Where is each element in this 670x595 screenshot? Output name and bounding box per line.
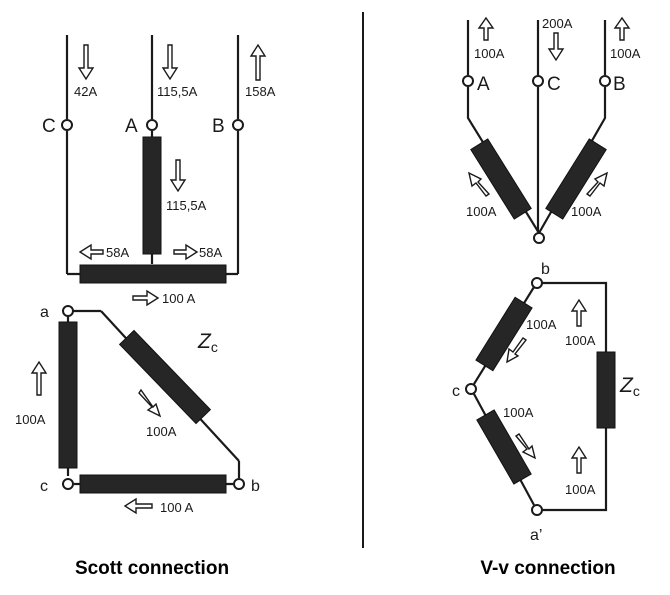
arrow-diag-down-right-icon xyxy=(138,388,162,418)
vv-label-b: b xyxy=(541,261,550,278)
scott-current-bottom-secondary: 100 A xyxy=(160,500,194,515)
scott-load-label: Zc xyxy=(197,330,218,355)
arrow-diag-up-left-icon xyxy=(467,171,491,197)
scott-caption: Scott connection xyxy=(75,558,229,579)
vv-current-b-line: 100A xyxy=(610,46,641,61)
vv-terminal-a-sec[interactable] xyxy=(531,504,543,516)
vv-current-lower-secondary: 100A xyxy=(503,405,534,420)
scott-current-b-line: 158A xyxy=(245,84,276,99)
scott-current-a-line: 115,5A xyxy=(157,84,198,99)
arrow-right-icon xyxy=(173,243,199,261)
scott-label-a: a xyxy=(40,304,49,321)
vv-terminal-c-sec[interactable] xyxy=(465,383,477,395)
vv-current-upper-right: 100A xyxy=(565,333,596,348)
arrow-up-icon xyxy=(30,360,48,396)
vv-terminal-a[interactable] xyxy=(462,75,474,87)
arrow-down-icon xyxy=(547,32,565,62)
arrow-down-icon xyxy=(169,159,187,193)
arrow-down-icon xyxy=(77,44,95,81)
scott-sec-bottom-winding xyxy=(79,474,227,494)
vv-current-lower-right: 100A xyxy=(565,482,596,497)
scott-terminal-b[interactable] xyxy=(232,119,244,131)
scott-label-C: C xyxy=(42,116,56,137)
scott-teaser-winding xyxy=(142,136,162,255)
vv-label-c: c xyxy=(452,383,460,400)
vv-terminal-b-sec[interactable] xyxy=(531,277,543,289)
arrow-diag-up-right-icon xyxy=(585,171,609,197)
arrow-right-icon xyxy=(132,289,160,307)
vv-terminal-b[interactable] xyxy=(599,75,611,87)
vv-caption: V-v connection xyxy=(480,558,615,579)
scott-main-winding xyxy=(79,264,227,284)
vv-current-upper-secondary: 100A xyxy=(526,317,557,332)
scott-current-main-secondary: 100 A xyxy=(162,291,196,306)
arrow-down-icon xyxy=(161,44,179,81)
vv-diagram: A C B 100A 200A 100A 100A 100A b c a’ 10… xyxy=(452,16,641,544)
scott-terminal-a[interactable] xyxy=(146,119,158,131)
arrow-up-icon xyxy=(477,16,495,41)
vv-label-B: B xyxy=(613,74,626,95)
arrow-up-icon xyxy=(570,445,588,474)
vv-current-left-primary: 100A xyxy=(466,204,497,219)
vv-lower-winding xyxy=(476,409,532,485)
vv-label-C: C xyxy=(547,74,561,95)
arrow-up-icon xyxy=(613,16,631,41)
scott-load-impedance xyxy=(118,329,212,425)
scott-diagram: C A B 42A 115,5A 158A 115,5A 58A 58A 100… xyxy=(15,35,276,515)
arrow-diag-down-left-icon xyxy=(506,337,528,364)
vv-load-impedance xyxy=(596,351,616,429)
scott-terminal-c-sec[interactable] xyxy=(62,478,74,490)
scott-current-main-right: 58A xyxy=(199,245,222,260)
vv-neutral-node xyxy=(533,232,545,244)
vv-label-a2: a’ xyxy=(530,527,542,544)
arrow-left-icon xyxy=(123,497,153,515)
scott-label-B: B xyxy=(212,116,225,137)
vv-current-right-primary: 100A xyxy=(571,204,602,219)
vv-current-a-line: 100A xyxy=(474,46,505,61)
vv-label-A: A xyxy=(477,74,490,95)
scott-label-b: b xyxy=(251,478,260,495)
scott-current-main-left: 58A xyxy=(106,245,129,260)
arrow-left-icon xyxy=(78,243,104,261)
vv-right-winding xyxy=(545,138,607,220)
scott-terminal-c[interactable] xyxy=(61,119,73,131)
vv-upper-winding xyxy=(475,296,533,372)
scott-current-teaser: 115,5A xyxy=(166,198,207,213)
arrow-up-icon xyxy=(570,298,588,327)
arrow-diag-down-right-icon xyxy=(514,433,537,460)
scott-sec-left-winding xyxy=(58,321,78,469)
arrow-up-icon xyxy=(249,43,267,81)
vv-current-c-line: 200A xyxy=(542,16,573,31)
scott-label-c: c xyxy=(40,478,48,495)
scott-terminal-a-sec[interactable] xyxy=(62,305,74,317)
scott-terminal-b-sec[interactable] xyxy=(233,478,245,490)
scott-current-c-line: 42A xyxy=(74,84,97,99)
vv-load-label: Zc xyxy=(619,374,640,399)
scott-current-left-secondary: 100A xyxy=(15,412,46,427)
scott-label-A: A xyxy=(125,116,138,137)
scott-current-load: 100A xyxy=(146,424,177,439)
vv-terminal-c[interactable] xyxy=(532,75,544,87)
vv-left-winding xyxy=(470,138,532,220)
